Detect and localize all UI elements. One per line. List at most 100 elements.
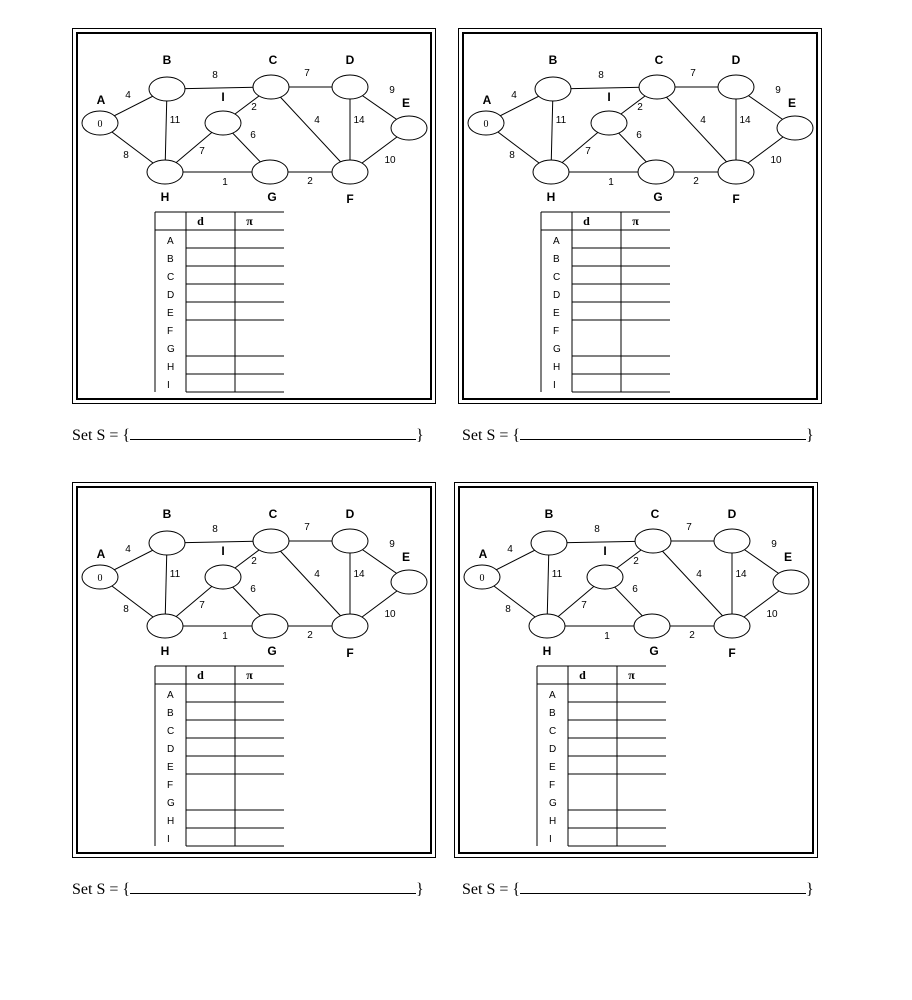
edge-weight-label: 7 <box>686 522 692 533</box>
node-i <box>204 564 242 590</box>
node-d <box>713 528 751 554</box>
node-label: F <box>346 646 353 660</box>
node-h <box>146 159 184 185</box>
edge-weight-label: 1 <box>222 177 228 188</box>
node-label: I <box>603 544 606 558</box>
row-label-i: I <box>553 380 556 391</box>
node-label: G <box>267 190 276 204</box>
row-label-e: E <box>167 308 174 319</box>
edge-weight-label: 8 <box>598 70 604 81</box>
row-label-h: H <box>167 816 174 827</box>
node-i <box>204 110 242 136</box>
row-label-d: D <box>167 744 174 755</box>
node-label: H <box>547 190 556 204</box>
edge-weight-label: 2 <box>307 176 313 187</box>
edge-weight-label: 7 <box>581 600 587 611</box>
set-s-line: Set S = {} <box>72 879 424 899</box>
panel-inner-border <box>462 32 818 400</box>
edge-weight-label: 2 <box>689 630 695 641</box>
node-label: A <box>479 547 488 561</box>
set-s-answer-blank[interactable] <box>130 879 417 894</box>
node-label: G <box>649 644 658 658</box>
node-label: B <box>545 507 554 521</box>
row-label-i: I <box>167 380 170 391</box>
node-label: H <box>543 644 552 658</box>
column-header-d: d <box>197 668 204 682</box>
node-label: F <box>728 646 735 660</box>
node-a <box>81 564 119 590</box>
node-e <box>390 569 428 595</box>
edge-weight-label: 4 <box>125 544 131 555</box>
node-label: A <box>97 547 106 561</box>
node-value: 0 <box>480 573 485 584</box>
node-g <box>633 613 671 639</box>
edge-weight-label: 2 <box>633 556 639 567</box>
set-s-line: Set S = {} <box>462 425 814 445</box>
set-s-answer-blank[interactable] <box>130 425 417 440</box>
node-c <box>634 528 672 554</box>
row-label-b: B <box>167 254 174 265</box>
row-label-c: C <box>167 272 174 283</box>
node-label: C <box>655 53 664 67</box>
row-label-c: C <box>167 726 174 737</box>
node-label: C <box>269 507 278 521</box>
edge-weight-label: 6 <box>632 584 638 595</box>
node-e <box>390 115 428 141</box>
node-h <box>146 613 184 639</box>
row-label-e: E <box>553 308 560 319</box>
set-s-prefix: Set S = { <box>72 881 131 898</box>
edge-weight-label: 6 <box>250 584 256 595</box>
edge-weight-label: 1 <box>604 631 610 642</box>
edge-weight-label: 9 <box>771 539 777 550</box>
edge-weight-label: 8 <box>505 604 511 615</box>
set-s-suffix: } <box>806 881 814 898</box>
edge-b-h <box>550 88 554 173</box>
set-s-answer-blank[interactable] <box>520 879 807 894</box>
edge-weight-label: 8 <box>509 150 515 161</box>
row-label-a: A <box>167 236 174 247</box>
set-s-answer-blank[interactable] <box>520 425 807 440</box>
set-s-prefix: Set S = { <box>72 427 131 444</box>
edge-weight-label: 11 <box>170 115 181 126</box>
column-header-pi: π <box>246 668 253 682</box>
node-i <box>590 110 628 136</box>
node-label: C <box>651 507 660 521</box>
row-label-b: B <box>167 708 174 719</box>
node-b <box>148 76 186 102</box>
edge-weight-label: 2 <box>251 556 257 567</box>
row-label-c: C <box>553 272 560 283</box>
node-label: D <box>346 53 355 67</box>
row-label-f: F <box>553 326 559 337</box>
column-header-d: d <box>197 214 204 228</box>
row-label-h: H <box>167 362 174 373</box>
edge-weight-label: 8 <box>212 524 218 535</box>
node-label: I <box>221 90 224 104</box>
set-s-suffix: } <box>806 427 814 444</box>
row-label-f: F <box>549 780 555 791</box>
row-label-g: G <box>167 798 175 809</box>
set-s-suffix: } <box>416 881 424 898</box>
edge-c-f <box>656 86 737 173</box>
node-label: F <box>346 192 353 206</box>
node-label: B <box>163 507 172 521</box>
node-e <box>772 569 810 595</box>
row-label-a: A <box>549 690 556 701</box>
column-header-pi: π <box>246 214 253 228</box>
row-label-g: G <box>549 798 557 809</box>
edge-weight-label: 4 <box>314 115 320 126</box>
panel-inner-border <box>458 486 814 854</box>
edge-weight-label: 6 <box>636 130 642 141</box>
node-label: E <box>788 96 796 110</box>
edge-weight-label: 9 <box>389 539 395 550</box>
row-label-b: B <box>549 708 556 719</box>
node-label: H <box>161 190 170 204</box>
edge-weight-label: 7 <box>199 146 205 157</box>
row-label-c: C <box>549 726 556 737</box>
set-s-prefix: Set S = { <box>462 881 521 898</box>
node-label: A <box>97 93 106 107</box>
